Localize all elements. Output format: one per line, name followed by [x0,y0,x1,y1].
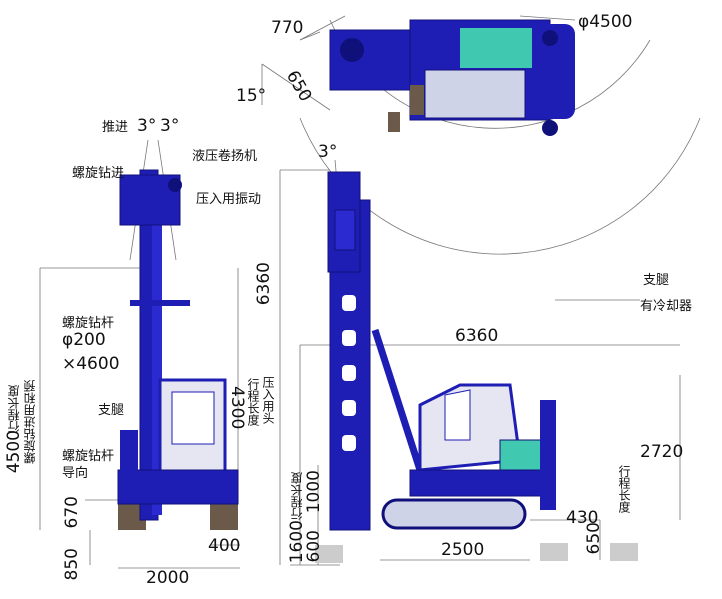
dim-4300: 4300 [227,386,247,430]
label-guide: 导向 [62,466,89,481]
drill-head-top [329,29,411,91]
dim-3-deg-right: 3° [160,116,180,136]
ground-block [315,545,343,563]
dim-1000: 1000 [304,470,324,514]
label-with-cooler: 有冷却器 [640,299,693,314]
label-stroke-1600: 行程长度 [290,472,304,520]
outrigger-side [540,400,556,510]
label-spiral-rod-guide: 螺旋钻杆 [62,449,115,464]
dim-430: 430 [566,508,599,528]
engine-hood-top [424,69,526,119]
label-outrigger-left: 支腿 [98,403,125,418]
cab-window-side [444,389,471,441]
dim-4500: 4500 [4,430,24,474]
dim-phi-200: φ200 [62,330,106,350]
cab-roof-top [460,28,532,68]
dim-line [299,31,321,41]
outrigger-front [120,430,138,500]
ground-block [540,543,568,561]
side-view-machine [327,171,556,531]
dim-670: 670 [62,496,82,529]
dim-6360-horizontal: 6360 [455,326,499,346]
mast-slot [342,365,356,381]
rotary-head-side [334,209,356,251]
label-spiral-feed-preboring: 螺旋钻进用和预 [23,380,37,464]
dim-770: 770 [271,18,304,38]
mast-slot [342,435,356,451]
label-push: 推进 [102,120,129,135]
ground-block-top [410,85,424,115]
front-view-machine [117,169,239,521]
upper-frame-side [409,469,551,497]
mast-slot [342,330,356,346]
label-press-vibration: 压入用振动 [196,192,262,207]
wheel-top [542,120,558,136]
label-outrigger-right: 支腿 [643,273,670,288]
dim-850: 850 [62,548,82,581]
label-stroke-650: 行程长度 [617,465,631,513]
dim-x-4600: ×4600 [62,354,120,374]
dim-3-deg-side: 3° [318,142,338,162]
winch-front [168,178,182,192]
ground-block [610,543,638,561]
label-spiral-drill-feed: 螺旋钻进 [72,166,125,181]
dim-phi-4500: φ4500 [578,12,633,32]
label-press-head: 压入用头 [261,376,275,424]
dim-2720: 2720 [640,442,684,462]
ground-block [210,502,238,530]
crawler-track-side [381,498,527,530]
counterweight-top [540,24,575,119]
label-spiral-rod: 螺旋钻杆 [62,316,115,331]
dim-6360-vertical: 6360 [254,262,274,306]
label-hydraulic-winch: 液压卷扬机 [192,149,258,164]
label-stroke-4500: 行程长度 [7,385,21,433]
mast-brace-front [130,300,190,306]
dim-2000: 2000 [146,568,190,588]
dim-3-deg-left: 3° [137,116,157,136]
dim-400: 400 [208,536,241,556]
top-view-machine [329,19,575,136]
auger-rod-front [152,185,162,515]
dim-2500: 2500 [441,540,485,560]
mast-slot [342,295,356,311]
dim-600: 600 [304,530,324,563]
ground-block [388,112,400,132]
dim-line [519,15,576,21]
dim-line [261,63,331,111]
dim-15-deg: 15° [236,86,267,106]
wheel-top [542,30,558,46]
rotary-head-top [340,38,364,62]
boom-side [371,328,424,472]
label-stroke-4300: 行程长度 [246,378,260,426]
mast-slot [342,400,356,416]
dim-line [299,15,346,41]
cab-window-front [171,391,215,445]
